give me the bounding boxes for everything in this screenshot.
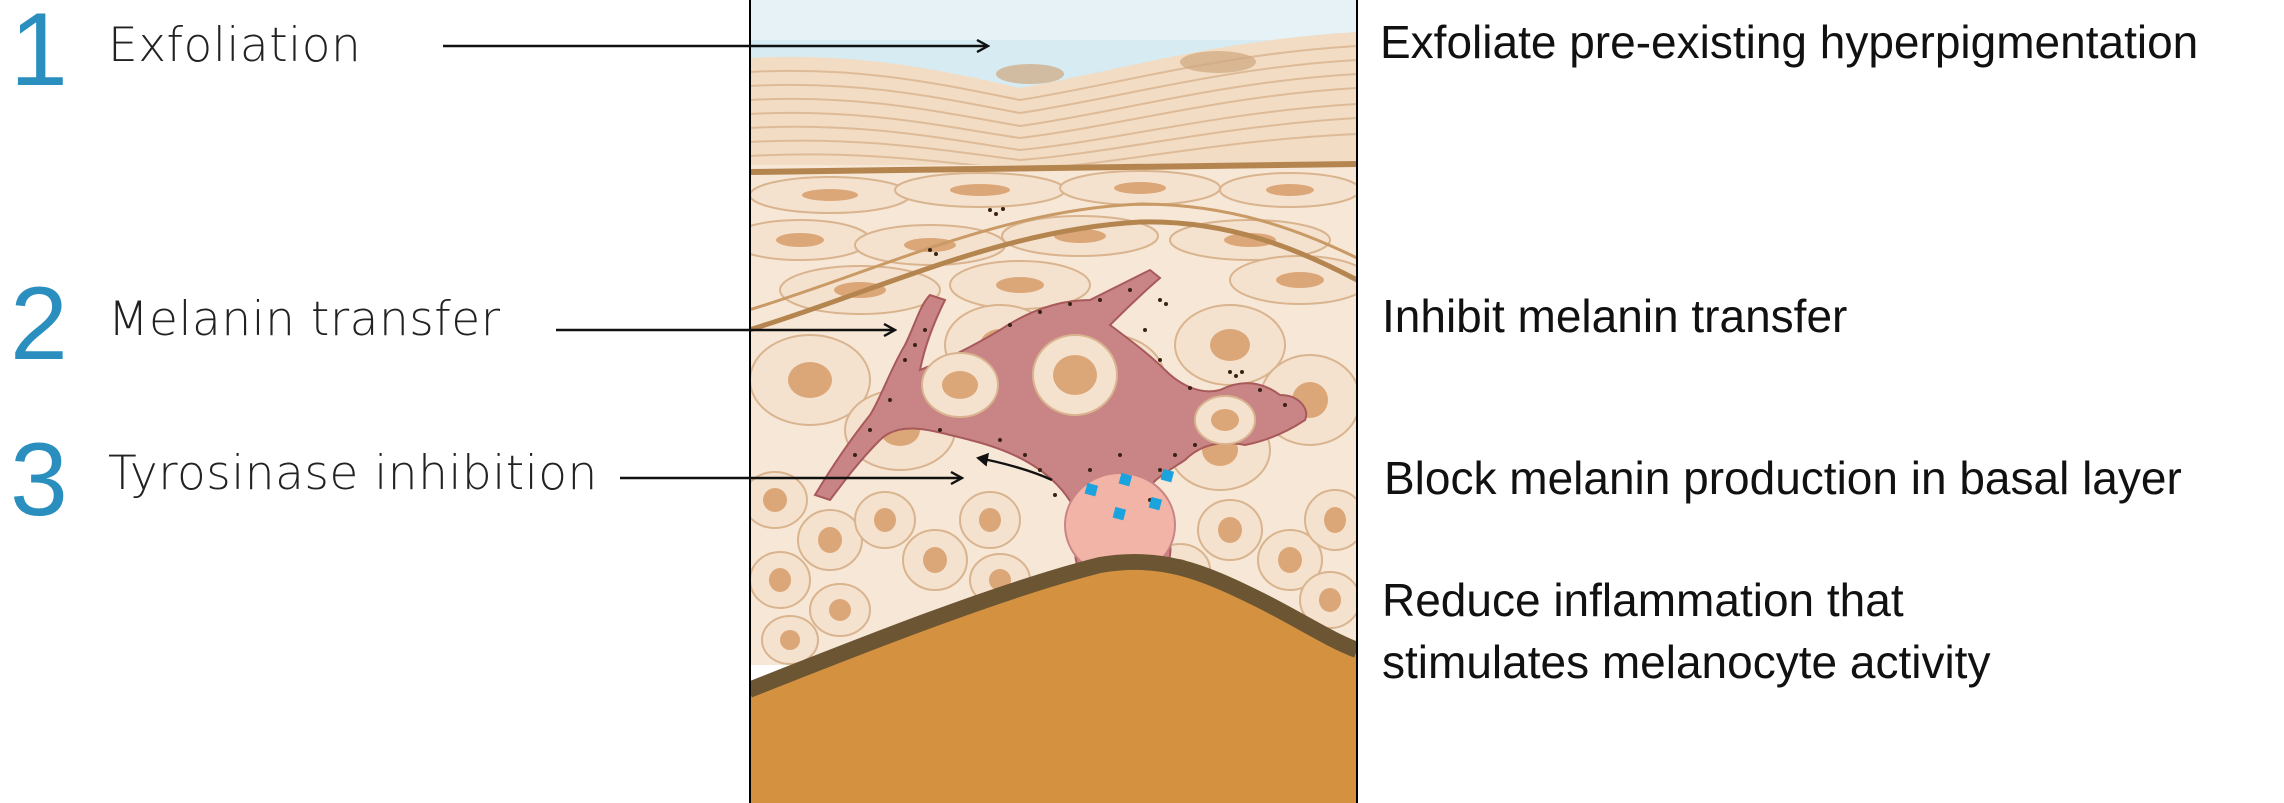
skin-cross-section — [0, 0, 2284, 803]
